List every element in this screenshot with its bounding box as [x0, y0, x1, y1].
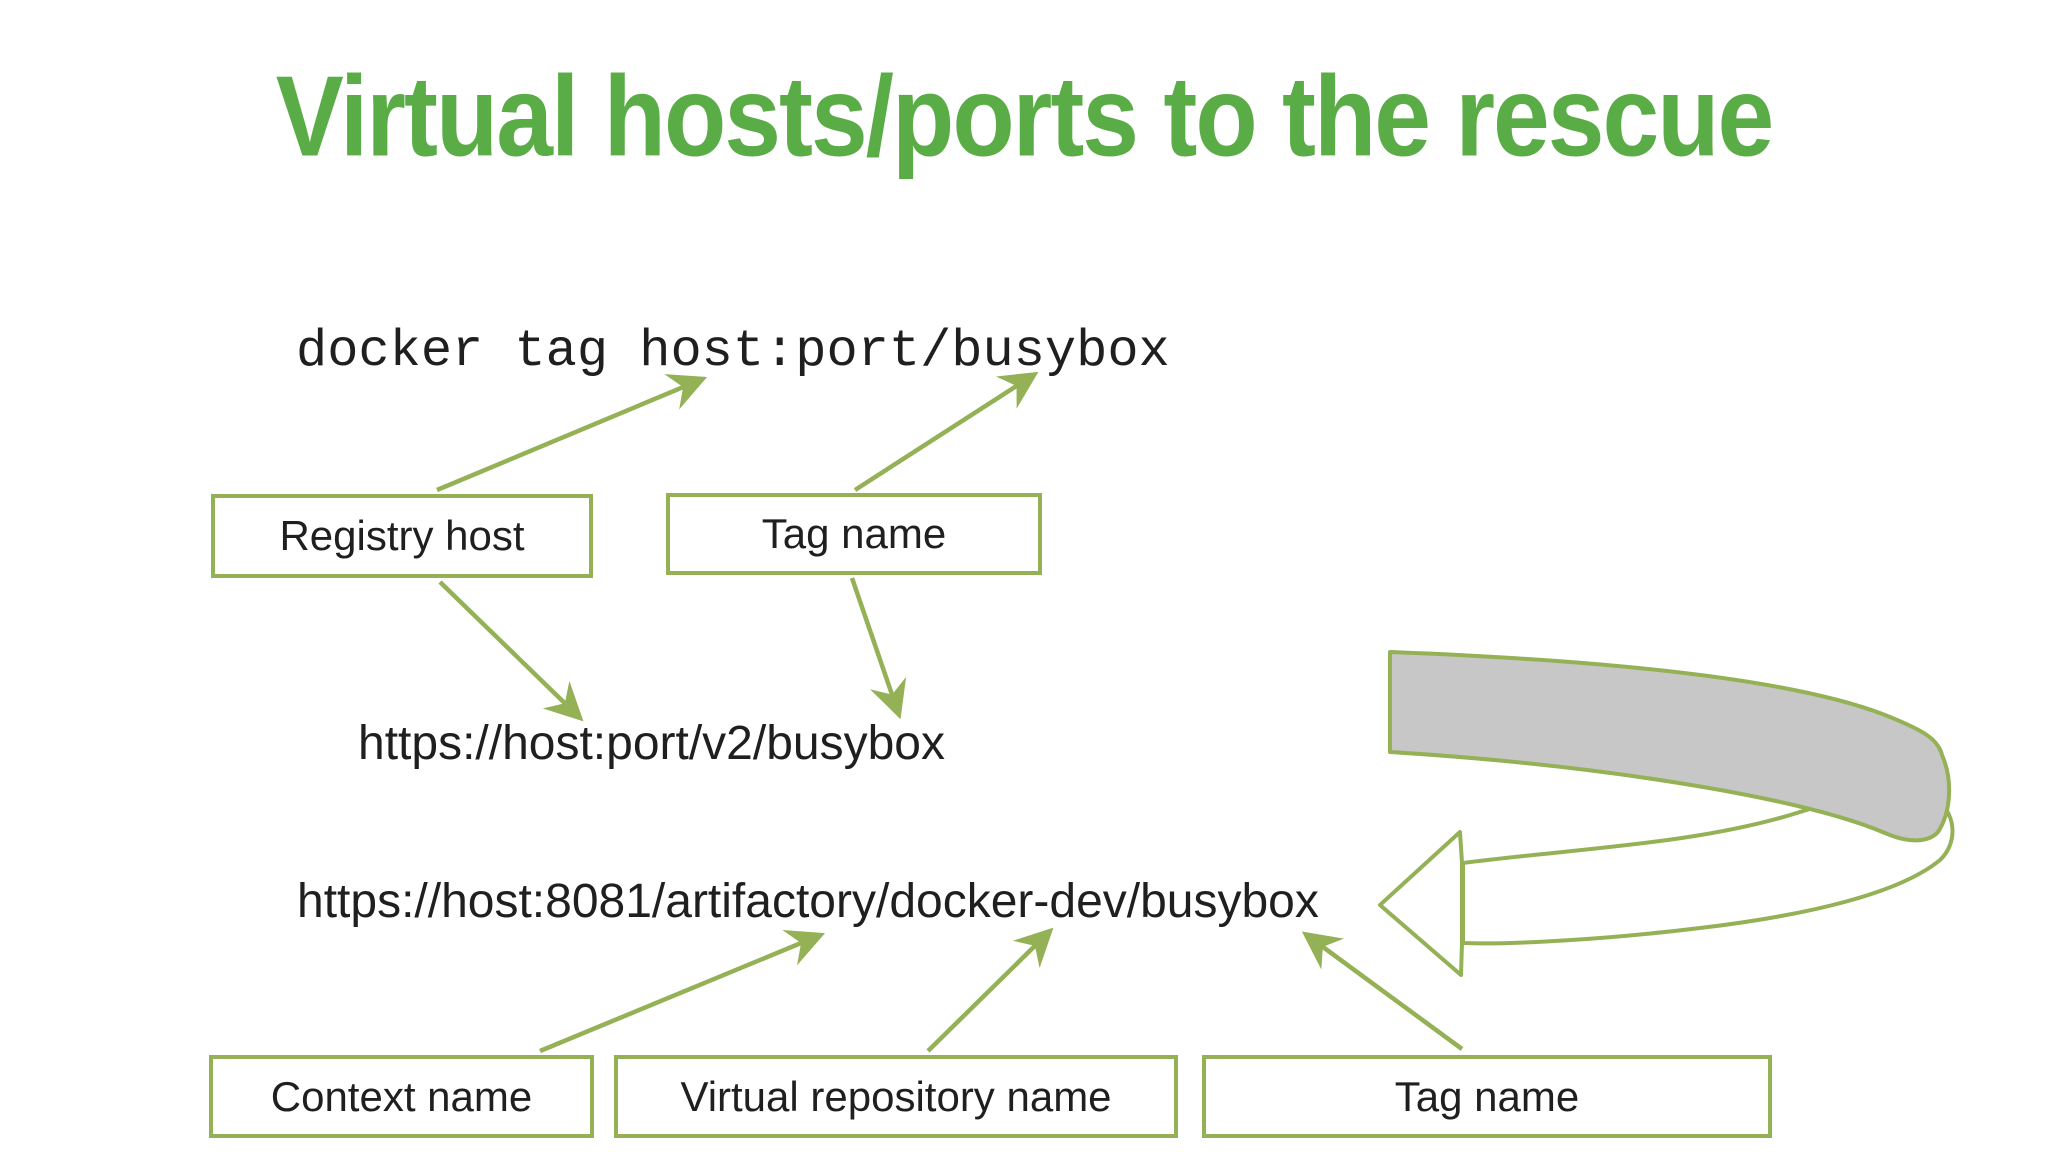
page-title: Virtual hosts/ports to the rescue [275, 52, 1774, 180]
arrow-virtual-repo-to-artifactory-url [926, 927, 1054, 1053]
curved-loop-arrow-ribbon [1388, 650, 1952, 843]
virtual-repository-name-box: Virtual repository name [614, 1055, 1178, 1138]
tag-name-bottom-box: Tag name [1202, 1055, 1772, 1138]
registry-host-label: Registry host [279, 512, 525, 559]
arrow-context-name-to-artifactory-url [539, 930, 826, 1054]
v2-url-text: https://host:port/v2/busybox [358, 717, 945, 770]
tag-name-top-box: Tag name [666, 493, 1042, 575]
arrow-tag-name-to-v2-url [849, 577, 907, 720]
arrow-tag-name-to-command [853, 371, 1039, 492]
arrow-registry-host-to-v2-url [438, 580, 584, 722]
docker-command-text: docker tag host:port/busybox [296, 322, 1170, 381]
arrow-tag-name-bottom-to-artifactory-url [1301, 931, 1464, 1051]
virtual-repository-name-label: Virtual repository name [680, 1072, 1112, 1120]
arrow-registry-host-to-command [436, 374, 708, 493]
tag-name-bottom-label: Tag name [1394, 1072, 1580, 1120]
tag-name-top-label: Tag name [761, 510, 947, 557]
registry-host-box: Registry host [211, 494, 593, 578]
artifactory-url-text: https://host:8081/artifactory/docker-dev… [297, 875, 1319, 928]
context-name-label: Context name [270, 1072, 533, 1120]
context-name-box: Context name [209, 1055, 594, 1138]
curved-loop-arrowhead-icon [1378, 830, 1464, 977]
curved-loop-arrow-band [1461, 788, 1955, 946]
